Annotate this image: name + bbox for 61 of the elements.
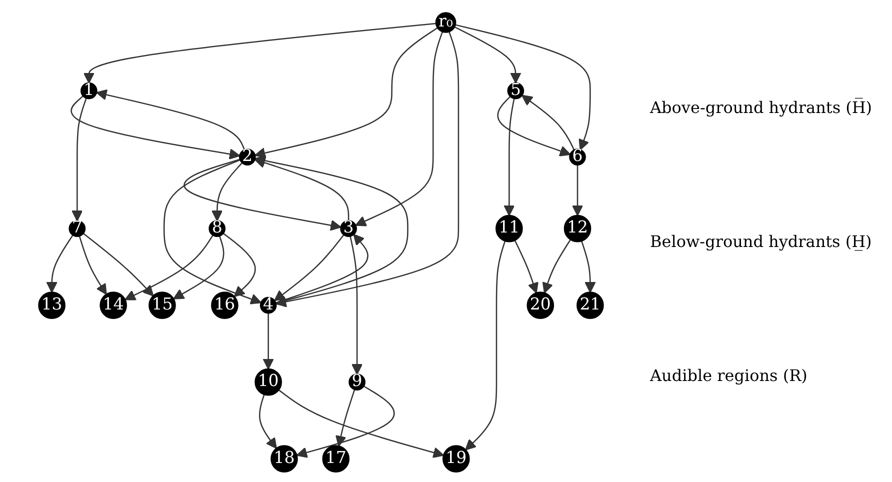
arrow [278,389,444,458]
arrow [275,234,368,304]
arrow [542,239,572,294]
node-circle: 16 [211,292,238,319]
row-label: Audible regions (R) [650,366,808,384]
arrow [274,234,344,302]
node-circle: 2 [239,148,256,166]
node-circle: r₀ [435,12,456,33]
arrow [184,158,342,231]
arrow [46,234,74,293]
arrow [262,313,274,370]
node-circle: 4 [260,296,277,314]
arrow [254,155,408,304]
node-circle: 1 [80,82,98,100]
arrow [514,240,538,294]
arrow [258,394,277,449]
arrow [455,24,591,150]
arrow [275,31,460,308]
node-circle: 7 [68,220,86,237]
row-label: Above-ground hydrants (H̅) [650,98,874,116]
node-circle: 13 [38,292,66,319]
node-circle: 15 [148,292,176,319]
arrow [212,162,243,222]
arrow [254,27,438,158]
arrow [222,232,256,298]
arrow [78,236,107,295]
row-label: Below-ground hydrants (H̲) [650,232,873,250]
node-circle: 18 [270,445,298,472]
node-circle: 14 [100,292,127,319]
arrow [522,94,575,150]
node-circle: 17 [322,445,350,472]
node-circle: 11 [496,214,523,242]
node-circle: 10 [254,368,282,396]
node-circle: 5 [507,82,524,100]
arrow [497,96,571,156]
arrow [581,240,596,293]
arrow [504,98,515,216]
arrow [454,26,522,84]
arrow [82,232,154,296]
node-circle: 21 [576,292,604,319]
arrow [296,386,395,458]
node-circle: 8 [208,220,226,237]
arrow [355,31,444,226]
arrow [572,164,584,216]
arrow [350,236,363,375]
arrow [124,234,214,300]
arrow [96,89,246,150]
arrow [335,389,356,447]
arrow [83,22,436,84]
node-circle: 20 [526,292,554,319]
arrow [72,98,87,222]
node-circle: 12 [564,214,592,242]
node-circle: 9 [348,374,366,390]
node-circle: 6 [569,148,586,166]
arrow [465,240,506,450]
arrow [254,157,350,221]
node-circle: 3 [340,220,357,237]
arrow [173,236,224,300]
arrow [70,96,240,160]
arrow [163,159,262,304]
node-circle: 19 [442,445,470,472]
